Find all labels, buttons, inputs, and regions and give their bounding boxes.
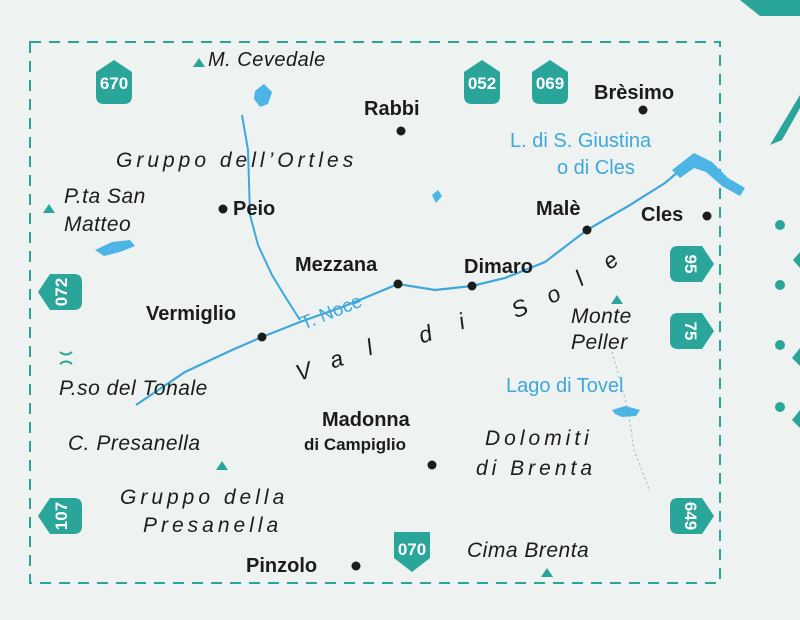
peak-label-san-matteo-1: P.ta San bbox=[64, 185, 146, 208]
sheet-badge-icon bbox=[670, 246, 714, 282]
peak-icon bbox=[611, 295, 623, 304]
sheet-badge-icon bbox=[96, 60, 132, 104]
peak-icon bbox=[193, 58, 205, 67]
sheet-badge-icon bbox=[670, 498, 714, 534]
list-bullet-icon bbox=[775, 280, 785, 290]
peak-label-san-matteo-2: Matteo bbox=[64, 213, 132, 236]
sheet-badge-icon bbox=[38, 498, 82, 534]
town-label-vermiglio: Vermiglio bbox=[146, 303, 237, 325]
town-dot-icon bbox=[396, 126, 406, 136]
peak-icon bbox=[216, 461, 228, 470]
boundary-line bbox=[611, 351, 651, 493]
peak-label-cevedale: M. Cevedale bbox=[208, 49, 326, 71]
giustina-lake bbox=[672, 153, 745, 196]
sheet-label: 95 bbox=[681, 254, 700, 274]
cevedale-glacier-lake bbox=[254, 84, 272, 107]
noce-river bbox=[135, 159, 693, 406]
town-dot-icon bbox=[702, 211, 712, 221]
sheet-badge-icon bbox=[394, 532, 430, 572]
range-label-brenta-2: di Brenta bbox=[476, 457, 597, 480]
vermigliana-stream bbox=[241, 114, 301, 321]
town-dot-icon bbox=[467, 281, 477, 291]
sheet-badge-649[interactable]: 649 bbox=[664, 490, 716, 542]
town-label-dimaro: Dimaro bbox=[464, 256, 533, 278]
lake-label-tovel: Lago di Tovel bbox=[506, 375, 624, 397]
edge-glyph bbox=[793, 252, 800, 268]
peak-label-monte-peller-2: Peller bbox=[571, 331, 628, 354]
town-dot-icon bbox=[351, 561, 361, 571]
range-label-ortles: Gruppo dell’Ortles bbox=[116, 149, 358, 172]
town-label-madonna-1: Madonna bbox=[322, 409, 410, 431]
sheet-badge-070[interactable]: 070 bbox=[386, 524, 438, 576]
sheet-badge-052[interactable]: 052 bbox=[456, 58, 508, 110]
town-dot-icon bbox=[218, 204, 228, 214]
list-bullet-icon bbox=[775, 220, 785, 230]
edge-glyph bbox=[770, 95, 800, 145]
town-label-pinzolo: Pinzolo bbox=[246, 555, 318, 577]
sheet-label: 072 bbox=[52, 277, 71, 307]
sheet-badge-069[interactable]: 069 bbox=[524, 58, 576, 110]
sheet-label: 052 bbox=[467, 74, 497, 93]
sheet-badge-95[interactable]: 95 bbox=[664, 238, 716, 290]
town-dot-icon bbox=[582, 225, 592, 235]
edge-glyph bbox=[792, 410, 800, 428]
town-dot-icon bbox=[393, 279, 403, 289]
tovel-lake bbox=[612, 406, 640, 417]
sheet-label: 070 bbox=[397, 540, 427, 559]
pass-icon bbox=[59, 351, 73, 365]
sheet-badge-icon bbox=[38, 274, 82, 310]
town-label-mezzana: Mezzana bbox=[295, 254, 378, 276]
town-label-peio: Peio bbox=[233, 198, 276, 220]
sheet-badge-107[interactable]: 107 bbox=[36, 490, 88, 542]
sheet-badge-icon bbox=[464, 60, 500, 104]
sheet-badge-75[interactable]: 75 bbox=[664, 305, 716, 357]
town-label-male: Malè bbox=[536, 198, 581, 220]
town-label-madonna-2: di Campiglio bbox=[304, 435, 406, 454]
edge-glyph bbox=[792, 348, 800, 366]
town-label-cles: Cles bbox=[641, 204, 684, 226]
small-lake bbox=[432, 190, 442, 203]
sheet-label: 670 bbox=[99, 74, 129, 93]
sheet-label: 069 bbox=[535, 74, 565, 93]
range-label-presanella-2: Presanella bbox=[143, 514, 283, 537]
range-label-presanella-1: Gruppo della bbox=[120, 486, 289, 509]
pass-label-tonale: P.so del Tonale bbox=[59, 377, 208, 400]
peak-label-monte-peller-1: Monte bbox=[571, 305, 632, 328]
map-frame bbox=[29, 41, 721, 584]
corner-banner bbox=[712, 0, 800, 16]
lake-label-giustina-2: o di Cles bbox=[557, 157, 635, 179]
list-bullet-icon bbox=[775, 340, 785, 350]
sheet-label: 75 bbox=[681, 321, 700, 341]
town-label-bresimo: Brèsimo bbox=[594, 82, 675, 104]
peak-icon bbox=[541, 568, 553, 577]
town-dot-icon bbox=[427, 460, 437, 470]
peak-icon bbox=[43, 204, 55, 213]
peak-label-cima-brenta: Cima Brenta bbox=[467, 539, 590, 562]
peak-label-presanella: C. Presanella bbox=[68, 432, 201, 455]
lake-label-giustina-1: L. di S. Giustina bbox=[510, 130, 652, 152]
sheet-badge-icon bbox=[532, 60, 568, 104]
sheet-label: 649 bbox=[681, 501, 700, 531]
town-dot-icon bbox=[257, 332, 267, 342]
town-dot-icon bbox=[638, 105, 648, 115]
sheet-badge-072[interactable]: 072 bbox=[36, 266, 88, 318]
san-matteo-lake bbox=[95, 240, 135, 256]
list-bullet-icon bbox=[775, 402, 785, 412]
sheet-label: 107 bbox=[52, 501, 71, 531]
town-label-rabbi: Rabbi bbox=[364, 98, 420, 120]
range-label-brenta-1: Dolomiti bbox=[485, 427, 593, 450]
sheet-badge-icon bbox=[670, 313, 714, 349]
sheet-badge-670[interactable]: 670 bbox=[88, 58, 140, 110]
